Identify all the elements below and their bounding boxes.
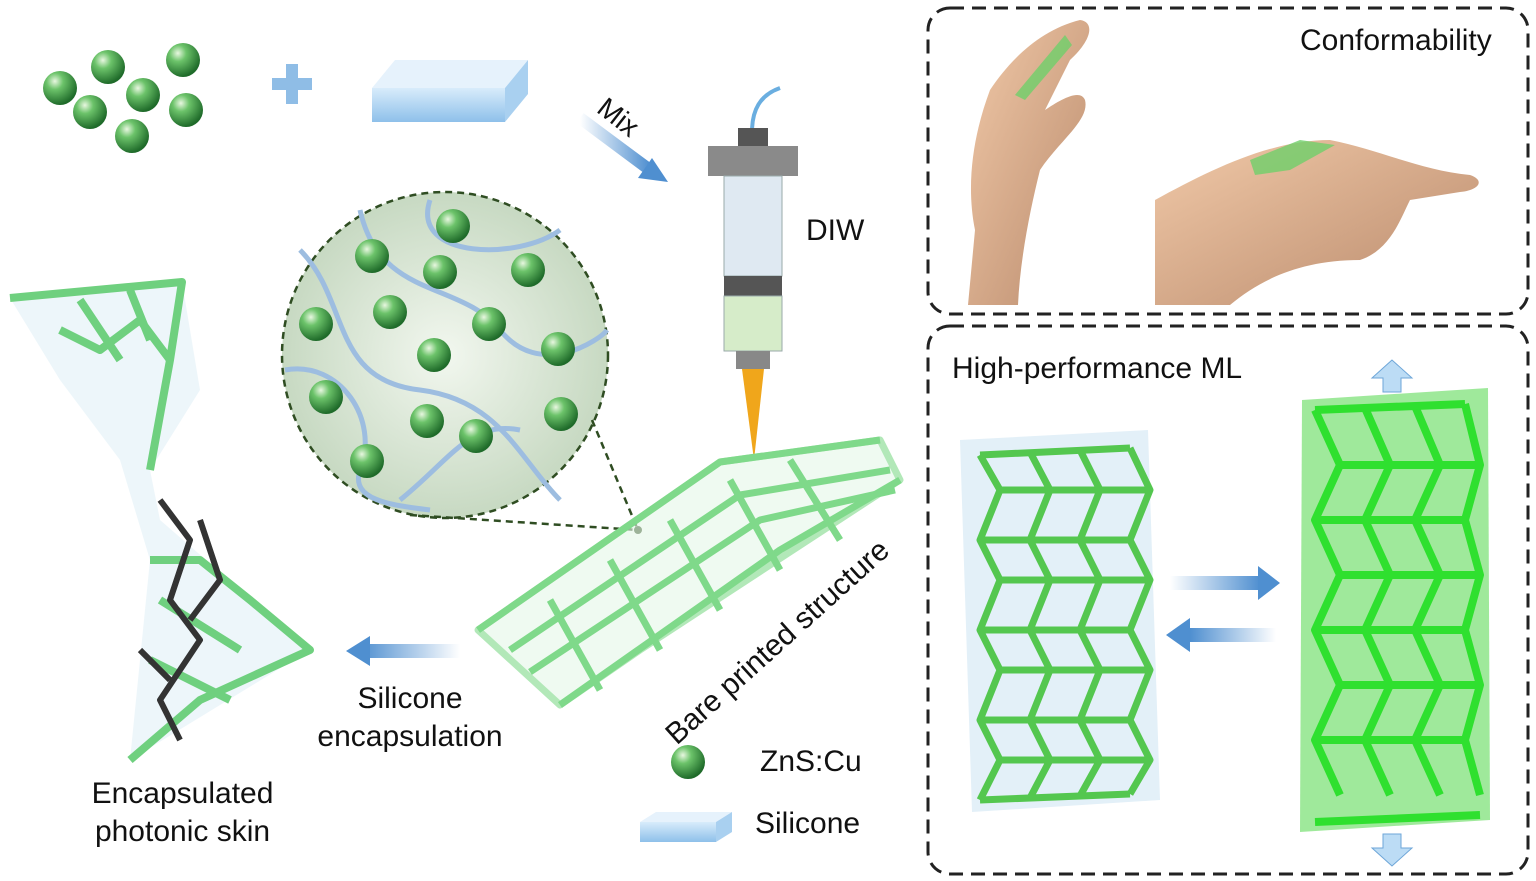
silicone-legend-icon [640, 812, 732, 842]
high-performance-label: High-performance ML [952, 352, 1243, 385]
particles-group [43, 43, 203, 153]
green-sphere-icon [671, 745, 705, 779]
encapsulated-skin-label: Encapsulated photonic skin [91, 777, 274, 848]
relaxed-lattice [960, 430, 1160, 812]
conformability-label: Conformability [1300, 24, 1492, 57]
hand-illustration-2 [1155, 140, 1479, 305]
ml-panel [926, 324, 1530, 876]
encapsulation-arrow [346, 636, 460, 666]
conformability-panel [926, 6, 1530, 316]
encapsulated-skin [9, 278, 314, 764]
legend-silicone-label: Silicone [755, 807, 861, 840]
stretched-lattice [1300, 388, 1490, 832]
magnified-bubble [280, 190, 642, 534]
legend-zns-label: ZnS:Cu [760, 745, 862, 778]
diw-label: DIW [806, 214, 865, 247]
bare-printed-structure [474, 436, 904, 709]
mix-arrow [576, 113, 668, 182]
silicone-block-icon [372, 60, 528, 122]
syringe-icon [708, 86, 798, 460]
plus-icon [272, 64, 312, 104]
hand-illustration-1 [968, 20, 1090, 305]
stretch-arrows [1166, 359, 1414, 867]
silicone-encapsulation-label: Silicone encapsulation [317, 682, 503, 753]
